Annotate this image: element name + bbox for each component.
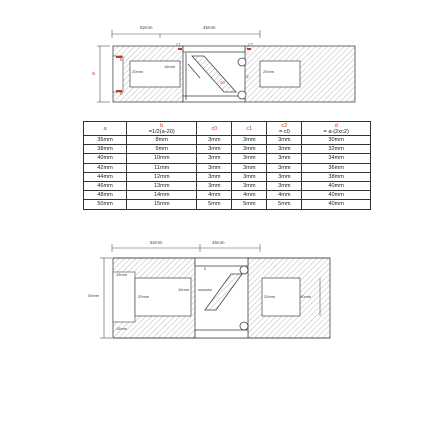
- dim-15mm-upper: 15mm: [116, 272, 128, 277]
- table-header-row: a b=1/2(a-20) c0 c1 c2= c0 d= a-(2xc2): [82, 121, 371, 136]
- table-cell: 15mm: [126, 199, 198, 210]
- dimension-table: a b=1/2(a-20) c0 c1 c2= c0 d= a-(2xc2) 3…: [82, 121, 371, 210]
- header-c0: c0: [196, 121, 233, 136]
- dim-52mm-bottom: 52mm: [150, 240, 163, 245]
- dim-40mm: 40mm: [300, 294, 312, 299]
- dim-16mm-top: 16mm: [164, 64, 176, 69]
- table-cell: 14mm: [126, 190, 198, 201]
- table-cell: 13mm: [126, 180, 198, 192]
- table-cell: 3mm: [231, 144, 268, 155]
- dim-20mm-left-top: 20mm: [132, 69, 144, 74]
- hinge-mechanism-bottom: [194, 257, 249, 339]
- table-cell: 46mm: [82, 180, 128, 192]
- label-b-upper: b: [120, 57, 123, 62]
- table-cell: 36mm: [301, 162, 371, 173]
- table-cell: 3mm: [266, 153, 303, 164]
- header-a: a: [82, 121, 128, 136]
- table-cell: 3mm: [266, 144, 303, 155]
- table-cell: 32mm: [301, 144, 371, 155]
- right-block: [244, 45, 356, 103]
- table-cell: 11mm: [126, 162, 198, 173]
- dim-16mm-bottom: 16mm: [178, 287, 190, 292]
- table-cell: 3mm: [196, 180, 233, 192]
- table-cell: 3mm: [266, 171, 303, 182]
- header-c1: c1: [231, 121, 268, 136]
- table-cell: 3mm: [196, 162, 233, 173]
- table-cell: 42mm: [82, 162, 128, 173]
- table-cell: 3mm: [196, 134, 233, 146]
- dim-20mm-right-bottom: 20mm: [264, 294, 276, 299]
- table-cell: 48mm: [82, 190, 128, 201]
- top-hinge-diagram: [97, 30, 356, 103]
- table-cell: 50mm: [82, 199, 128, 210]
- table-cell: 3mm: [266, 134, 303, 146]
- table-cell: 34mm: [301, 153, 371, 164]
- dim-20mm-left-bottom: 20mm: [138, 294, 150, 299]
- table-cell: 3mm: [231, 153, 268, 164]
- table-cell: 38mm: [82, 144, 128, 155]
- dim-15mm-lower: 15mm: [116, 326, 128, 331]
- table-cell: 12mm: [126, 171, 198, 182]
- header-c2: c2= c0: [266, 121, 303, 136]
- label-d: d: [246, 74, 249, 79]
- label-c2: c2: [248, 42, 253, 47]
- table-cell: 3mm: [196, 153, 233, 164]
- header-b: b=1/2(a-20): [126, 121, 198, 136]
- hinge-mechanism: [182, 45, 247, 103]
- table-cell: 3mm: [266, 162, 303, 173]
- dim-50mm: 50mm: [88, 293, 100, 298]
- table-cell: 4mm: [266, 190, 303, 201]
- table-cell: 3mm: [231, 180, 268, 192]
- table-cell: 3mm: [196, 144, 233, 155]
- dim-45mm-top: 45mm: [203, 25, 216, 30]
- left-block: [112, 45, 184, 103]
- table-cell: 30mm: [301, 134, 371, 146]
- table-cell: 3mm: [231, 162, 268, 173]
- table-cell: 40mm: [301, 180, 371, 192]
- dim-20mm-right-top: 20mm: [263, 69, 275, 74]
- table-cell: 3mm: [231, 171, 268, 182]
- bottom-hinge-diagram: [100, 244, 331, 339]
- table-cell: 3mm: [266, 180, 303, 192]
- left-block-bottom: [112, 257, 196, 339]
- table-cell: 5mm: [196, 199, 233, 210]
- table-cell: 3mm: [196, 171, 233, 182]
- table-cell: 4mm: [196, 190, 233, 201]
- table-cell: 4mm: [231, 190, 268, 201]
- table-cell: 38mm: [301, 171, 371, 182]
- dim-45mm-bottom: 45mm: [212, 240, 225, 245]
- label-b-lower: b: [120, 91, 123, 96]
- table-cell: 3mm: [231, 134, 268, 146]
- table-cell: 10mm: [126, 153, 198, 164]
- table-cell: 8mm: [126, 134, 198, 146]
- table-cell: 44mm: [82, 171, 128, 182]
- right-block-bottom: [247, 257, 331, 339]
- table-cell: 9mm: [126, 144, 198, 155]
- dim-5: 5: [204, 266, 207, 271]
- label-a-top: a: [92, 71, 95, 77]
- table-cell: 5mm: [266, 199, 303, 210]
- header-d: d= a-(2xc2): [301, 121, 371, 136]
- table-cell: 36mm: [82, 134, 128, 146]
- table-cell: 40mm: [82, 153, 128, 164]
- label-c0: c0: [220, 80, 225, 85]
- label-c1: c1: [176, 42, 181, 47]
- table-cell: 5mm: [231, 199, 268, 210]
- dim-52mm-top: 52mm: [140, 25, 153, 30]
- table-cell: 40mm: [301, 190, 371, 201]
- table-cell: 40mm: [301, 199, 371, 210]
